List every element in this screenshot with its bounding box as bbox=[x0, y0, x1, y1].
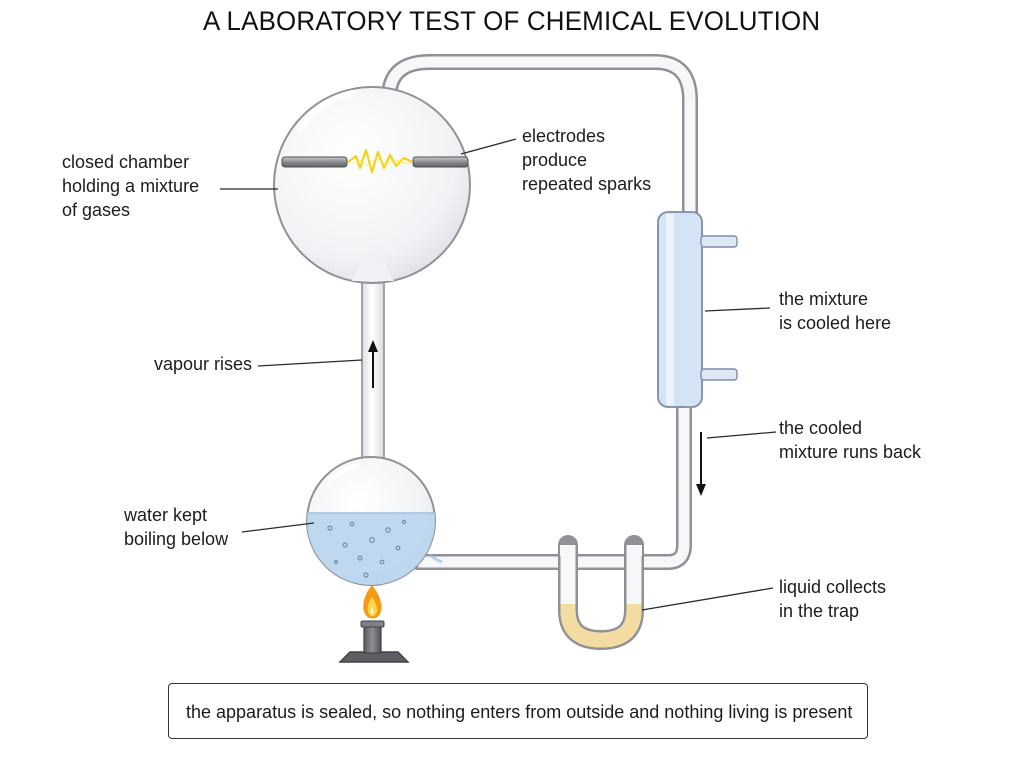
leader-lines bbox=[220, 138, 777, 611]
label-electrodes: electrodes produce repeated sparks bbox=[522, 126, 652, 194]
gas-chamber bbox=[273, 86, 471, 284]
label-closed-chamber: closed chamber holding a mixture of gase… bbox=[62, 152, 200, 220]
spark-icon bbox=[347, 148, 413, 174]
label-vapour-rises: vapour rises bbox=[154, 354, 253, 374]
label-cooled-runs-back: the cooled mixture runs back bbox=[779, 418, 922, 462]
burner bbox=[338, 620, 410, 663]
bubbles bbox=[327, 519, 407, 578]
vapour-arrow bbox=[368, 340, 378, 388]
footnote-text: the apparatus is sealed, so nothing ente… bbox=[186, 702, 853, 722]
footnote-box bbox=[168, 683, 868, 739]
flame-icon bbox=[363, 585, 382, 619]
return-arrow bbox=[696, 432, 706, 496]
label-liquid-trap: liquid collects in the trap bbox=[779, 577, 887, 621]
condenser bbox=[657, 211, 738, 408]
boiling-flask bbox=[306, 456, 443, 586]
label-mixture-cooled: the mixture is cooled here bbox=[779, 289, 892, 333]
electrodes bbox=[281, 156, 469, 168]
diagram-title: A LABORATORY TEST OF CHEMICAL EVOLUTION bbox=[203, 6, 821, 36]
label-water-boiling: water kept boiling below bbox=[124, 505, 229, 549]
u-trap bbox=[558, 535, 644, 651]
